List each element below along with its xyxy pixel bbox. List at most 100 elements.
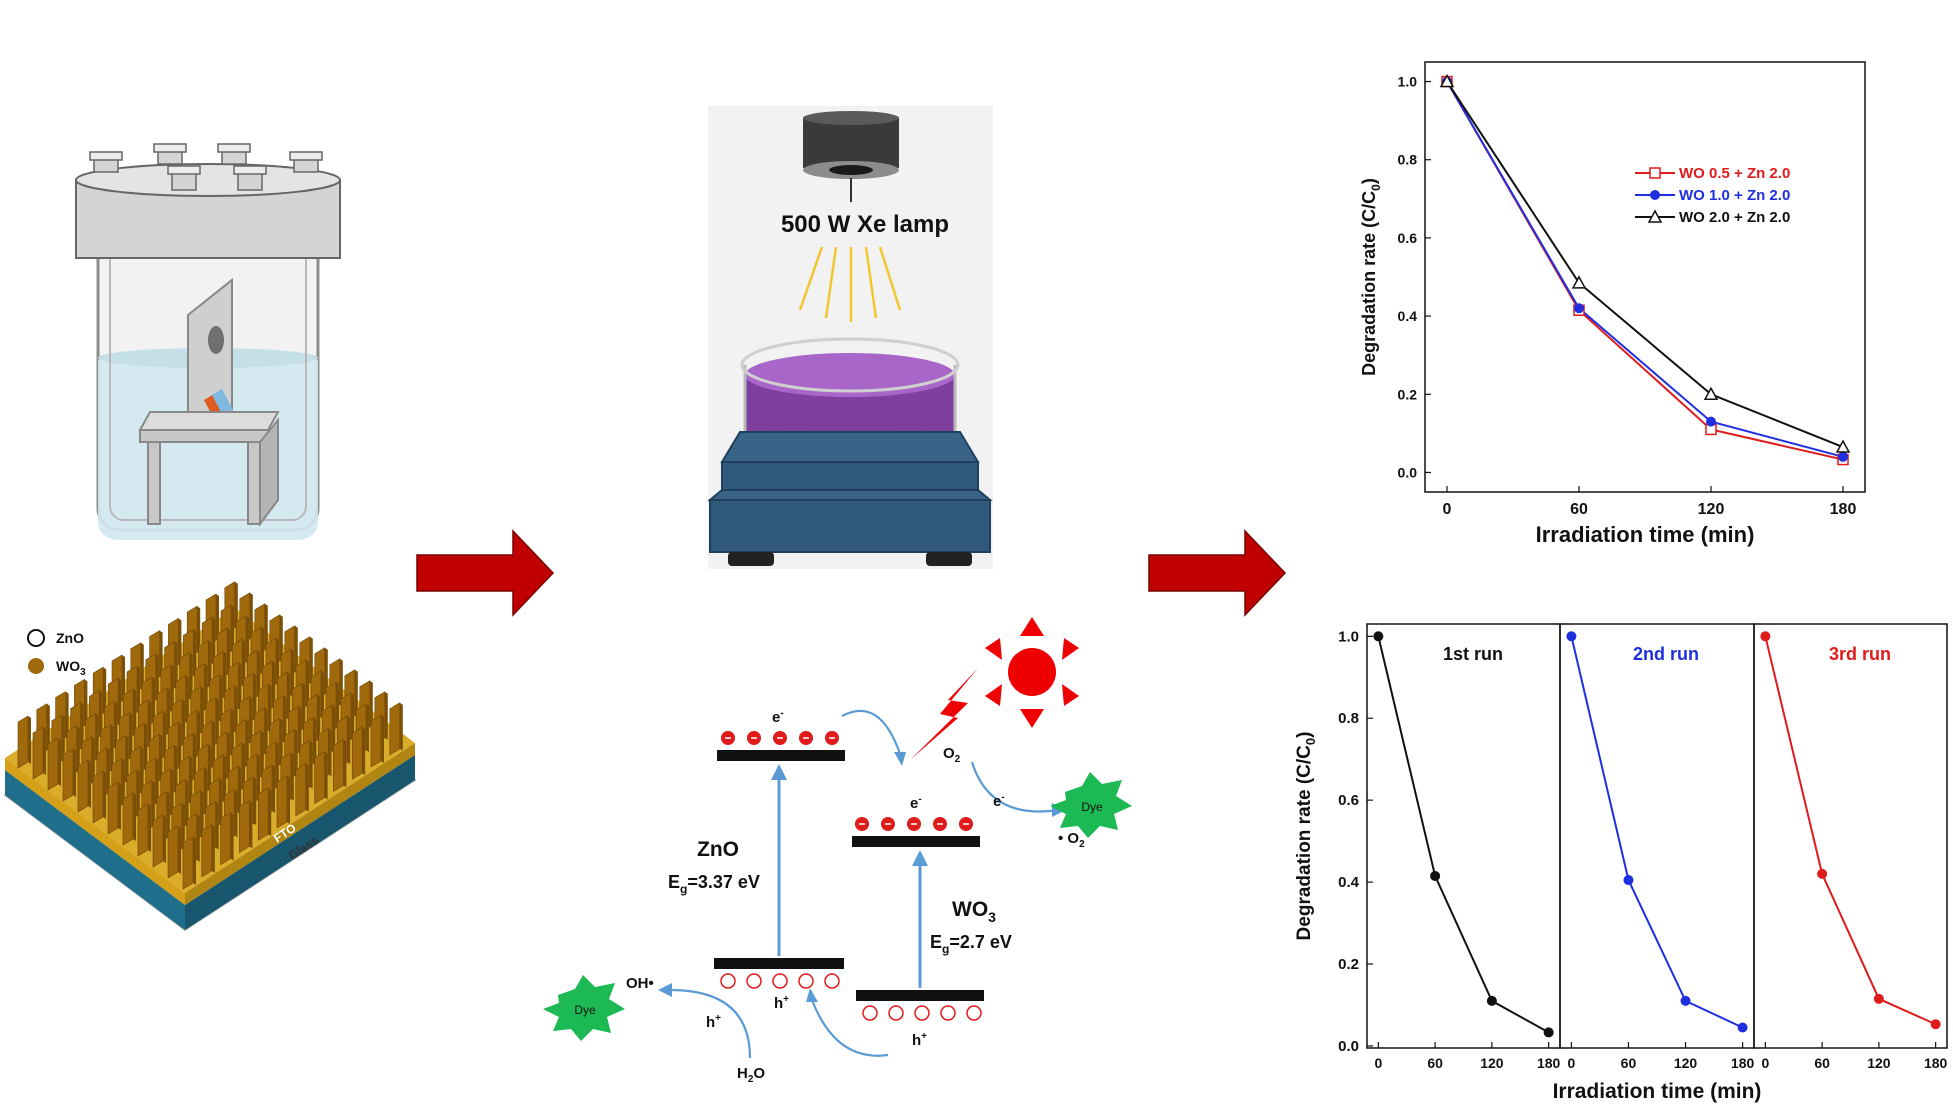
wo3-nanoplate: [220, 812, 231, 866]
wo3-nanoplate-side: [133, 793, 136, 841]
x-tick-label: 120: [1480, 1055, 1504, 1071]
holes: [720, 973, 982, 1021]
wo3-nanoplate-side: [178, 722, 182, 771]
wo3-nanoplate-side: [317, 694, 321, 743]
wo3-nanoplate-side: [234, 685, 238, 734]
wo3-nanoplate-side: [200, 686, 204, 735]
y-tick-label: 0.2: [1398, 386, 1418, 402]
y-tick-label: 1.0: [1338, 628, 1359, 645]
hole: [888, 1005, 904, 1021]
wo3-nanoplate: [152, 814, 164, 868]
y-axis-label-sub: 0: [1303, 738, 1318, 745]
wo3-nanoplate-side: [384, 691, 388, 740]
wo3-nanoplate-side: [103, 771, 106, 819]
wo3-nanoplate-side: [354, 669, 358, 718]
wo3-nanoplate-side: [305, 763, 309, 812]
series-line: [1570, 636, 1744, 1029]
data-point: [1566, 631, 1577, 642]
wo3-nanoplate-side: [122, 655, 125, 703]
x-tick-label: 60: [1621, 1055, 1637, 1071]
wo3-nanoplate-side: [152, 677, 155, 725]
wo3-nanoplate-side: [257, 754, 260, 802]
panel-label: 2nd run: [1633, 644, 1699, 664]
electrons: [721, 731, 973, 831]
wo3-nanoplate-side: [238, 662, 242, 711]
y-tick-label: 0.0: [1398, 464, 1418, 480]
wo3-nanoplate-side: [84, 679, 88, 728]
wo3-nanoplate-side: [242, 743, 245, 791]
y-axis-label-main: Degradation rate (C/C: [1294, 745, 1315, 941]
x-tick-label: 180: [1731, 1055, 1755, 1071]
wo3-nanoplate-side: [306, 660, 309, 708]
wo3-nanoplate-side: [212, 617, 216, 666]
hole: [940, 1005, 956, 1021]
wo3-nanoplate-side: [257, 650, 261, 699]
light-rays: [798, 246, 902, 322]
wo3-nanoplate-side: [260, 730, 264, 779]
y-axis-label-end: ): [1294, 732, 1315, 738]
wo3-nanoplate-side: [163, 711, 167, 760]
panel-frame: [1366, 623, 1561, 1049]
wo3-nanoplate-side: [302, 683, 306, 732]
wo3-nanoplate-side: [133, 689, 137, 738]
data-point: [1930, 1019, 1941, 1030]
data-point: [1817, 868, 1828, 879]
wo3-nanoplate: [32, 726, 44, 780]
data-point: [1737, 1022, 1748, 1033]
wo3-nanoplate-side: [268, 684, 272, 733]
wo3-nanoplate-side: [276, 638, 279, 686]
wo3-nanoplate: [47, 737, 59, 791]
wo3-nanoplate-side: [313, 717, 317, 766]
wo3-nanoplate: [314, 751, 325, 805]
dye-label-left: Dye: [574, 1003, 596, 1017]
wo3-nanoplate: [182, 836, 194, 890]
wo3-nanoplate-side: [58, 738, 61, 786]
data-point: [1835, 439, 1851, 453]
wo3-nanoplate-side: [211, 824, 215, 873]
wo3-nanoplate-side: [230, 812, 234, 861]
wo3-h-label: h+: [912, 1031, 927, 1049]
wo3-nanoplate-side: [178, 618, 182, 667]
wo3-nanoplate-side: [249, 592, 253, 641]
wo3-legend-marker: [28, 658, 44, 674]
data-point: [1680, 995, 1691, 1006]
wo3-nanoplate: [107, 781, 119, 835]
panel-label: 1st run: [1443, 644, 1503, 664]
wo3-nanoplate: [239, 799, 250, 853]
wo3-nanoplate-side: [95, 713, 99, 762]
wo3-nanoplate-side: [43, 727, 46, 775]
wo3-nanoplate-side: [272, 661, 276, 710]
data-point: [1543, 1027, 1554, 1038]
y-tick-label: 0.6: [1398, 230, 1418, 246]
wo3-nanoplate-side: [99, 690, 103, 739]
wo3-nanoplate-side: [155, 653, 159, 702]
y-axis-label: Degradation rate (C/C0): [1294, 732, 1318, 941]
wo3-nanoplate-side: [298, 706, 302, 755]
wo3-nanoplate: [276, 775, 288, 829]
hole: [746, 973, 762, 989]
wo3-nanoplate-side: [309, 740, 313, 789]
y-tick-label: 0.4: [1338, 874, 1360, 891]
wo3-nanoplate-side: [343, 739, 347, 788]
wo3-nanoplate-side: [275, 741, 279, 790]
x-tick-label: 120: [1867, 1055, 1891, 1071]
wo3-nanoplate-side: [332, 705, 336, 754]
zno-conduction-band: [717, 750, 845, 761]
dye-burst-icon: Dye: [1050, 772, 1132, 838]
data-point: [1486, 995, 1497, 1006]
y-tick-label: 0.0: [1338, 1038, 1359, 1055]
y-axis-label-end: ): [1359, 178, 1379, 184]
data-point: [1430, 870, 1441, 881]
wo3-nanoplate-side: [91, 736, 95, 785]
zno-legend-label: ZnO: [56, 630, 84, 646]
wo3-nanoplate-side: [362, 727, 366, 776]
photoreactor-setup: 500 W Xe lamp: [707, 106, 993, 569]
wo3-nanoplate-side: [178, 826, 181, 874]
sun-icon: [985, 617, 1079, 728]
wo3-nanoplate-side: [136, 769, 140, 818]
wo3-nanoplate-side: [223, 651, 227, 700]
wo3-nanoplate-side: [399, 702, 403, 751]
